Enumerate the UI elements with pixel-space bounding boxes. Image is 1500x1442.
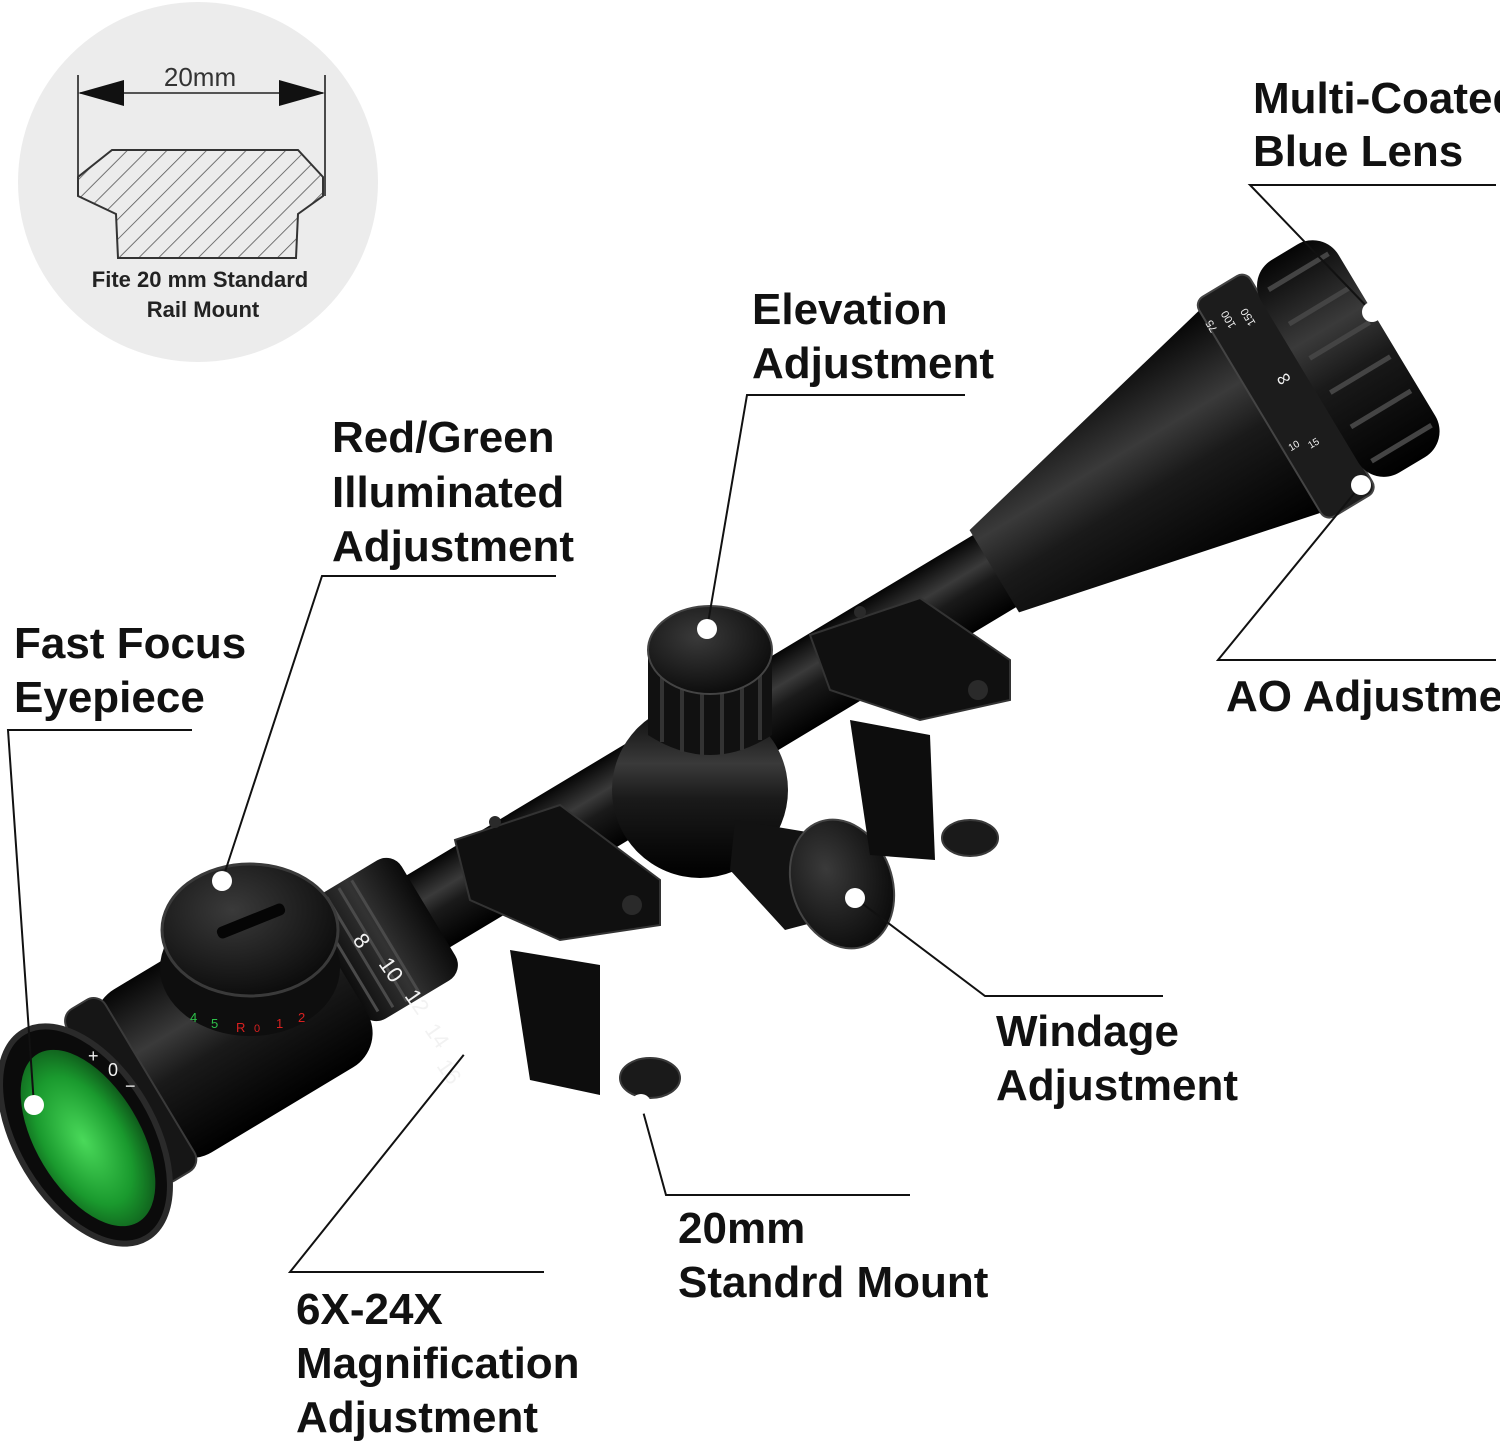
windage-line2: Adjustment (996, 1061, 1238, 1110)
illum-mark-2: 2 (298, 1010, 305, 1025)
elevation-line2: Adjustment (752, 339, 994, 388)
callout-mount: 20mm Standrd Mount (631, 1094, 989, 1307)
inset-caption-line2: Rail Mount (147, 297, 260, 322)
illumination-dial-slot (216, 903, 286, 939)
callout-fast-focus: Fast Focus Eyepiece (6, 619, 246, 1115)
fast-focus-line1: Fast Focus (14, 619, 246, 668)
rail-profile (77, 149, 324, 259)
objective-end (1257, 240, 1440, 477)
illuminated-line3: Adjustment (332, 522, 574, 571)
ao-dot (1351, 475, 1371, 495)
fast-focus-line2: Eyepiece (14, 673, 205, 722)
objective-knurling (1267, 251, 1433, 464)
magnification-line1: 6X-24X (296, 1285, 443, 1334)
ao-line1: AO Adjustment (1226, 672, 1500, 721)
callout-ao: AO Adjustment (1215, 475, 1500, 721)
fast-focus-dot (24, 1095, 44, 1115)
illuminated-leader (221, 575, 556, 882)
dimension-arrow-right (279, 80, 325, 106)
windage-line1: Windage (996, 1007, 1179, 1056)
mount-line2: Standrd Mount (678, 1258, 989, 1307)
callout-illuminated: Red/Green Illuminated Adjustment (212, 413, 574, 891)
windage-leader (854, 897, 1163, 997)
front-mount (808, 596, 1011, 860)
elevation-leader (706, 394, 965, 630)
illuminated-line2: Illuminated (332, 468, 564, 517)
elevation-cap (647, 605, 773, 695)
diopter-minus: − (125, 1076, 136, 1096)
illum-mark-1: 1 (276, 1016, 283, 1031)
rifle-scope: 75 100 150 ∞ 10 15 + 0 − 8 10 12 (0, 240, 1440, 1247)
callout-windage: Windage Adjustment (845, 888, 1238, 1110)
elevation-line1: Elevation (752, 285, 948, 334)
callout-multi-coated-lens: Multi-Coated Blue Lens (1247, 74, 1500, 322)
illum-mark-4: 4 (190, 1010, 197, 1025)
windage-dot (845, 888, 865, 908)
dimension-label: 20mm (164, 62, 236, 92)
multi-coated-line2: Blue Lens (1253, 127, 1463, 176)
mag-mark-14: 14 (420, 1019, 455, 1053)
multi-coated-line1: Multi-Coated (1253, 74, 1500, 123)
illum-mark-r: R (236, 1020, 245, 1035)
objective-bell (969, 310, 1321, 613)
multi-coated-dot (1362, 302, 1382, 322)
illuminated-line1: Red/Green (332, 413, 555, 462)
illum-mark-5: 5 (211, 1016, 218, 1031)
elevation-dot (697, 619, 717, 639)
diopter-zero: 0 (108, 1060, 118, 1080)
windage-cap (788, 818, 896, 950)
mount-line1: 20mm (678, 1204, 805, 1253)
callout-magnification: 6X-24X Magnification Adjustment (287, 1037, 580, 1442)
rail-mount-inset: 20mm Fite 20 mm Standard Rail Mount (18, 2, 378, 362)
magnification-leader (287, 1046, 544, 1273)
callout-elevation: Elevation Adjustment (697, 285, 994, 639)
illuminated-dot (212, 871, 232, 891)
inset-caption-line1: Fite 20 mm Standard (92, 267, 308, 292)
ao-mark-75: 75 (1204, 318, 1221, 335)
ao-mark-10: 10 (1287, 439, 1303, 454)
eyepiece-lens (20, 1049, 156, 1227)
fast-focus-leader (6, 729, 192, 1106)
ao-mark-15: 15 (1306, 436, 1322, 451)
ao-leader (1215, 484, 1496, 661)
dimension-arrow-left (78, 80, 124, 106)
magnification-line3: Adjustment (296, 1393, 538, 1442)
rear-mount (453, 803, 681, 1099)
mount-dot (631, 1094, 651, 1114)
multi-coated-leader (1247, 184, 1496, 313)
magnification-line2: Magnification (296, 1339, 580, 1388)
diopter-plus: + (88, 1046, 99, 1066)
illumination-dial (160, 862, 340, 998)
illum-mark-0: 0 (254, 1023, 260, 1035)
magnification-dot (460, 1037, 480, 1057)
mount-leader (640, 1103, 910, 1196)
